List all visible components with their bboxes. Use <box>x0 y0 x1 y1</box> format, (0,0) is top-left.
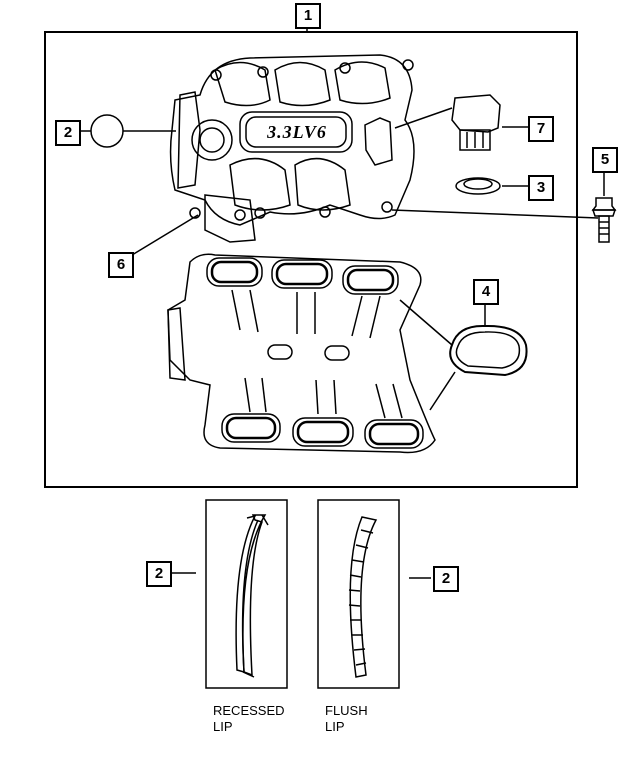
callout-2-flush: 2 <box>433 566 459 592</box>
recessed-lip-seal <box>235 514 269 678</box>
lower-intake-manifold <box>167 253 436 454</box>
grommet <box>455 177 501 195</box>
callout-7: 7 <box>528 116 554 142</box>
callout-3: 3 <box>528 175 554 201</box>
engine-badge-text: 3.3LV6 <box>267 122 327 142</box>
callout-4: 4 <box>473 279 499 305</box>
upper-intake-manifold <box>169 54 415 243</box>
recessed-lip-panel <box>205 499 288 689</box>
flush-lip-seal <box>348 516 378 678</box>
callout-1: 1 <box>295 3 321 29</box>
callout-6: 6 <box>108 252 134 278</box>
bolt <box>591 197 617 243</box>
manifold-gasket <box>449 324 528 377</box>
map-sensor <box>451 94 501 151</box>
caption-recessed-lip: RECESSED LIP <box>213 703 285 734</box>
callout-2-recessed: 2 <box>146 561 172 587</box>
throttle-body <box>191 119 233 161</box>
caption-flush-lip: FLUSH LIP <box>325 703 368 734</box>
flush-lip-panel <box>317 499 400 689</box>
engine-nameplate <box>239 111 353 153</box>
callout-2-throttle-seal: 2 <box>55 120 81 146</box>
throttle-body-seal <box>90 114 124 148</box>
assembly-frame <box>44 31 578 488</box>
callout-5: 5 <box>592 147 618 173</box>
